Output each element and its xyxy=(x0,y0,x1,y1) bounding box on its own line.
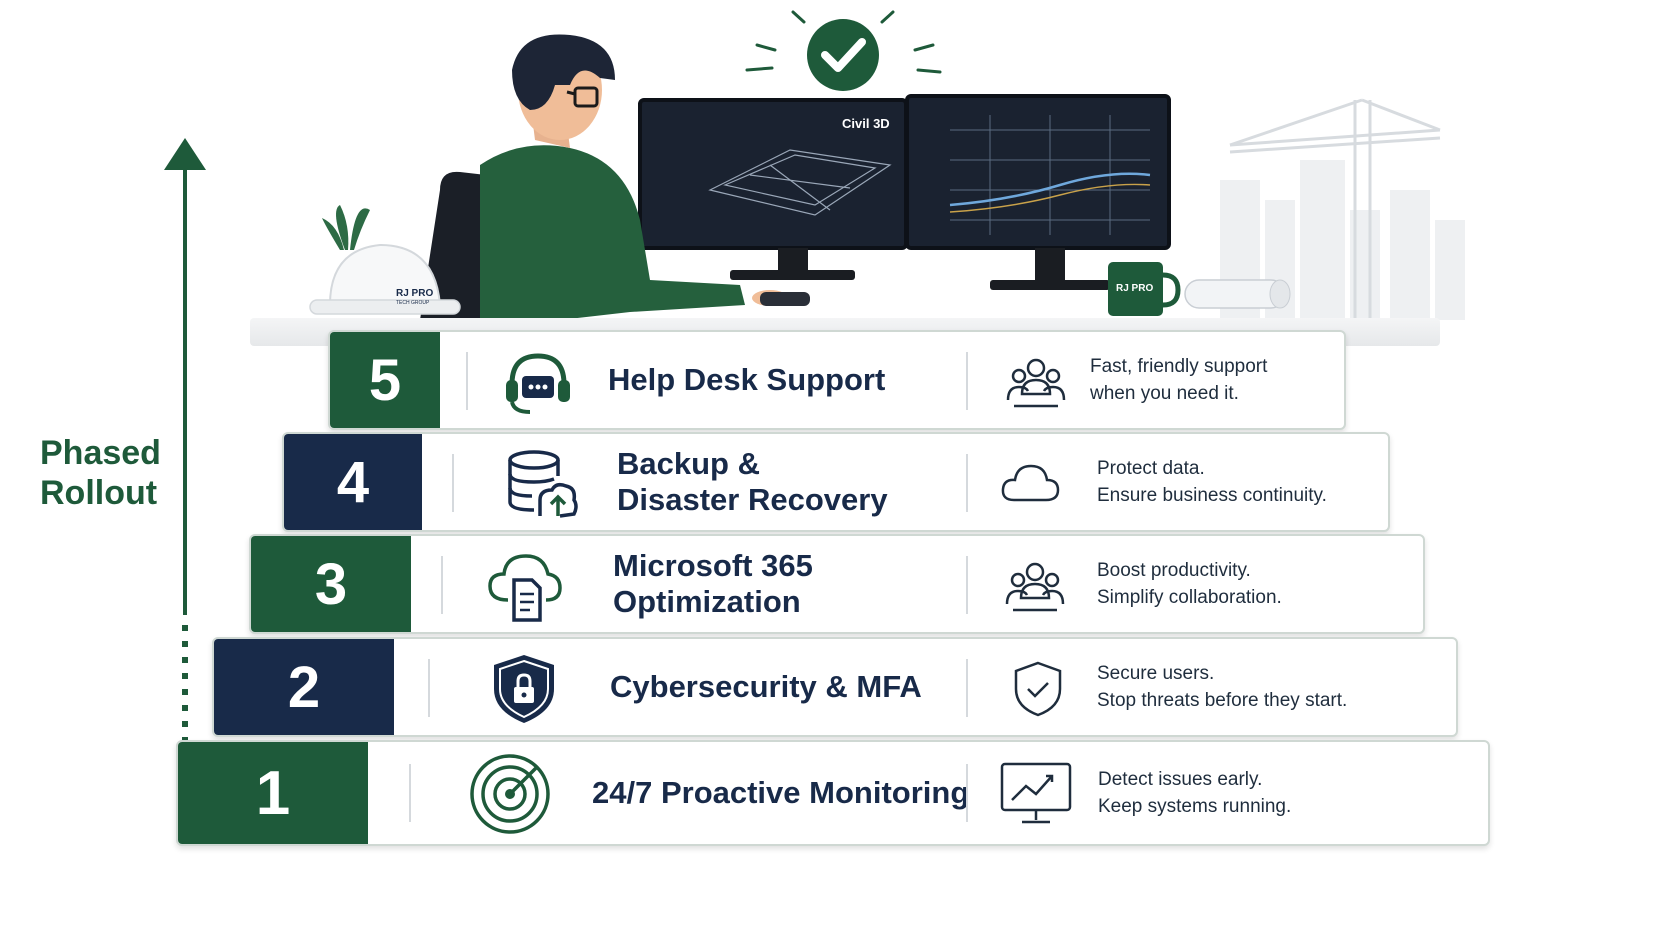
cloud-icon xyxy=(1001,464,1060,502)
step-5: 5 Help Desk Support Fast, friendly suppo… xyxy=(328,330,1346,430)
divider xyxy=(452,454,454,512)
users-group-icon xyxy=(1005,562,1065,612)
step-2: 2 Cybersecurity & MFA Secure users. Stop… xyxy=(212,637,1458,737)
step-desc-line1: Fast, friendly support xyxy=(1090,356,1268,377)
step-title: 24/7 Proactive Monitoring xyxy=(592,775,970,810)
step-number: 2 xyxy=(214,639,394,735)
step-desc: Fast, friendly support when you need it. xyxy=(1090,332,1267,428)
step-desc-line1: Boost productivity. xyxy=(1097,560,1251,581)
divider xyxy=(966,352,968,410)
step-title: Cybersecurity & MFA xyxy=(610,669,922,704)
step-desc-line2: Simplify collaboration. xyxy=(1097,587,1282,608)
step-4: 4 Backup & Disaster Recovery Protect dat… xyxy=(282,432,1390,532)
rollout-arrow-line xyxy=(183,170,187,615)
rollout-label-line2: Rollout xyxy=(40,474,158,512)
step-desc-line1: Protect data. xyxy=(1097,458,1205,479)
shield-lock-icon xyxy=(494,655,554,723)
radar-icon xyxy=(470,754,550,834)
step-desc: Protect data. Ensure business continuity… xyxy=(1097,434,1327,530)
monitor-chart-icon xyxy=(1000,762,1072,824)
hard-hat-icon xyxy=(309,243,461,315)
step-desc: Secure users. Stop threats before they s… xyxy=(1097,639,1347,735)
step-desc: Detect issues early. Keep systems runnin… xyxy=(1098,742,1291,844)
crane-icon xyxy=(1229,98,1441,320)
rollout-arrow-dots xyxy=(182,625,188,753)
step-number: 3 xyxy=(251,536,411,632)
hero-illustration: Civil 3D RJ PRO TECH GROUP RJ PRO xyxy=(309,10,1465,320)
headset-chat-icon xyxy=(506,353,570,414)
blueprint-roll-icon xyxy=(1184,279,1291,309)
divider xyxy=(966,556,968,614)
dual-monitors xyxy=(638,94,1171,290)
shield-check-icon xyxy=(1014,661,1062,717)
hard-hat-brand-sub: TECH GROUP xyxy=(396,300,430,306)
step-title: Help Desk Support xyxy=(608,362,886,397)
person-illustration xyxy=(420,34,810,320)
cloud-document-icon xyxy=(488,554,562,622)
step-1: 1 24/7 Proactive Monitoring Detect issue… xyxy=(176,740,1490,846)
divider xyxy=(466,352,468,410)
step-3: 3 Microsoft 365 Optimization Boost produ… xyxy=(249,534,1425,634)
step-title: Backup & Disaster Recovery xyxy=(617,446,888,517)
database-cloud-upload-icon xyxy=(508,450,578,518)
hard-hat-brand: RJ PRO xyxy=(396,288,433,299)
rollout-label: Phased Rollout xyxy=(40,433,161,513)
step-desc-line2: Stop threats before they start. xyxy=(1097,690,1348,711)
plant-icon xyxy=(322,205,370,250)
coffee-mug-icon xyxy=(1108,262,1181,316)
users-group-icon xyxy=(1006,358,1066,408)
divider xyxy=(441,556,443,614)
divider xyxy=(409,764,411,822)
monitor-label: Civil 3D xyxy=(842,116,890,131)
step-number: 4 xyxy=(284,434,422,530)
divider xyxy=(966,764,968,822)
rollout-label-line1: Phased xyxy=(40,434,161,472)
step-title: Microsoft 365 Optimization xyxy=(613,548,813,619)
divider xyxy=(428,659,430,717)
mug-brand: RJ PRO xyxy=(1116,283,1153,294)
step-desc: Boost productivity. Simplify collaborati… xyxy=(1097,536,1282,632)
step-number: 5 xyxy=(330,332,440,428)
divider xyxy=(966,659,968,717)
success-check-icon xyxy=(745,10,942,91)
step-desc-line2: Keep systems running. xyxy=(1098,796,1292,817)
step-desc-line2: Ensure business continuity. xyxy=(1097,485,1327,506)
rollout-arrow-head xyxy=(164,138,206,170)
step-desc-line1: Detect issues early. xyxy=(1098,769,1263,790)
step-desc-line1: Secure users. xyxy=(1097,663,1215,684)
step-desc-line2: when you need it. xyxy=(1090,383,1239,404)
step-number: 1 xyxy=(178,742,368,844)
divider xyxy=(966,454,968,512)
